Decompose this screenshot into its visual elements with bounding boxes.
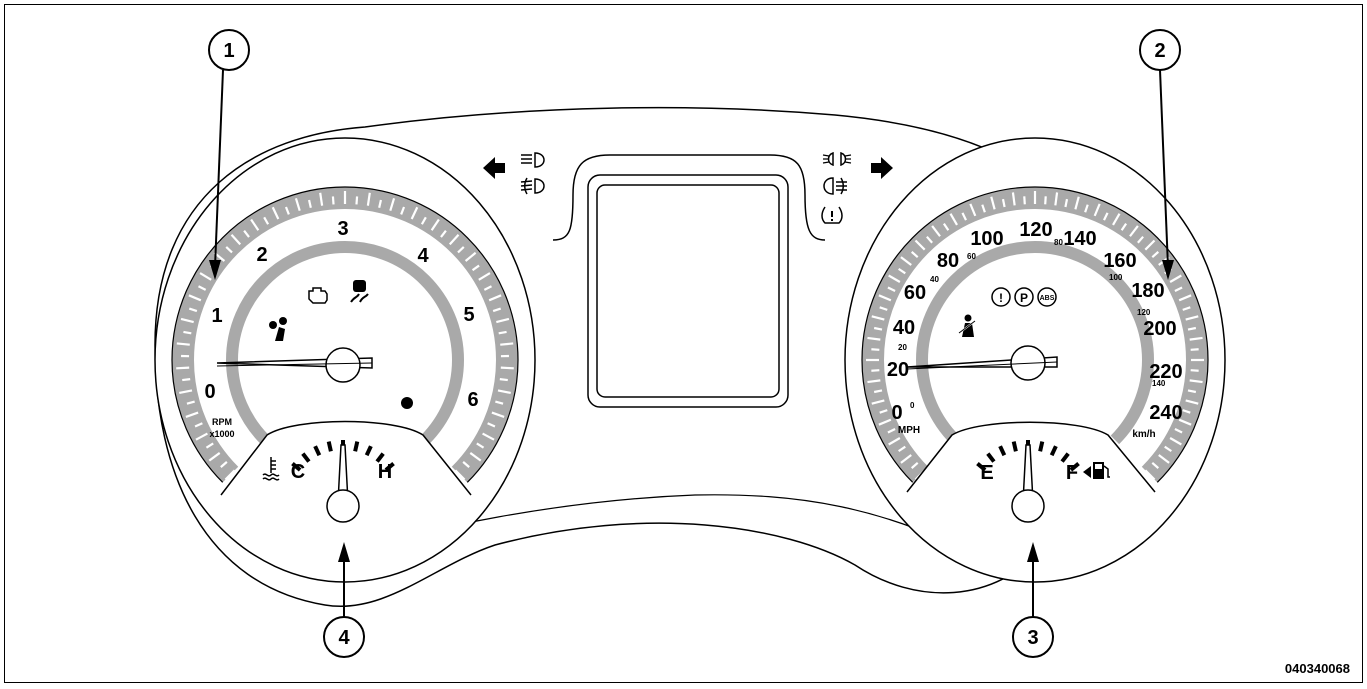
speedo-label-kmh-60: 60 [967, 252, 976, 261]
svg-text:P: P [1020, 291, 1028, 305]
tire-pressure-icon [822, 207, 842, 223]
gauge-tick [355, 442, 357, 452]
svg-text:3: 3 [1027, 627, 1038, 649]
speedo-label-mph-240: 240 [1149, 402, 1182, 424]
speedo-label-mph-20: 20 [887, 359, 909, 381]
callout-2: 2 [1140, 30, 1180, 70]
gauge-tick [1024, 196, 1025, 204]
gauge-tick [1065, 199, 1067, 207]
gauge-tick [182, 379, 190, 380]
speedo-label-mph-80: 80 [937, 250, 959, 272]
temp-label-cold: C [291, 461, 305, 483]
tach-label-3: 3 [337, 218, 348, 240]
speedo-label-mph-40: 40 [893, 317, 915, 339]
speedo-label-kmh-20: 20 [898, 343, 907, 352]
gauge-tick [329, 442, 331, 452]
speedo-label-mph-100: 100 [970, 228, 1003, 250]
svg-text:!: ! [999, 291, 1003, 305]
temp-label-hot: H [378, 461, 392, 483]
indicator-dot [401, 397, 413, 409]
callout-1: 1 [209, 30, 249, 70]
gauge-tick [874, 328, 882, 330]
instrument-cluster-diagram: 0 1 2 3 4 5 6 RPM x1000 C H 0 20 40 60 8… [5, 5, 1364, 684]
gauge-tick [499, 332, 507, 333]
gauge-tick [1188, 390, 1196, 392]
callout-4: 4 [324, 617, 364, 657]
figure-code: 040340068 [1285, 661, 1350, 676]
gauge-tick [1191, 349, 1199, 350]
gauge-tick [183, 332, 191, 333]
speedo-label-kmh-140: 140 [1152, 379, 1166, 388]
gauge-tick [1003, 199, 1005, 207]
speedo-label-mph-60: 60 [904, 282, 926, 304]
tach-label-0: 0 [204, 381, 215, 403]
abs-warning-icon: ABS [1038, 288, 1056, 306]
center-display-screen [597, 185, 779, 397]
rear-fog-light-icon [824, 178, 847, 194]
parking-brake-icon: P [1015, 288, 1033, 306]
parking-lights-icon [823, 153, 851, 165]
svg-text:1: 1 [223, 40, 234, 62]
speedo-label-kmh-100: 100 [1109, 273, 1123, 282]
speedo-label-kmh-0: 0 [910, 401, 915, 410]
tach-unit-x1000: x1000 [209, 429, 234, 439]
callout-3: 3 [1013, 617, 1053, 657]
tach-label-6: 6 [467, 389, 478, 411]
speedo-unit-kmh: km/h [1132, 429, 1155, 440]
svg-text:2: 2 [1154, 40, 1165, 62]
fuel-label-full: F [1066, 462, 1078, 484]
front-fog-light-icon [521, 178, 544, 194]
figure-frame: 0 1 2 3 4 5 6 RPM x1000 C H 0 20 40 60 8… [4, 4, 1363, 683]
speedo-unit-mph: MPH [898, 425, 920, 436]
gauge-tick [501, 368, 514, 369]
gauge-tick [874, 390, 882, 392]
gauge-tick [500, 379, 508, 380]
left-turn-signal-icon [483, 157, 505, 179]
gauge-tick [177, 343, 190, 344]
speedo-label-mph-160: 160 [1103, 250, 1136, 272]
tach-label-5: 5 [463, 304, 474, 326]
fuel-label-empty: E [980, 462, 993, 484]
gauge-tick [871, 370, 879, 371]
gauge-tick [1191, 370, 1199, 371]
speedo-label-mph-0: 0 [891, 402, 902, 424]
tach-unit-rpm: RPM [212, 417, 232, 427]
speedo-label-kmh-40: 40 [930, 275, 939, 284]
svg-text:ABS: ABS [1040, 295, 1055, 302]
brake-warning-icon: ! [992, 288, 1010, 306]
speedo-label-kmh-120: 120 [1137, 308, 1151, 317]
tach-label-2: 2 [256, 244, 267, 266]
gauge-tick [176, 368, 189, 369]
gauge-tick [1040, 442, 1042, 452]
svg-text:4: 4 [338, 627, 350, 649]
gauge-tick [1188, 328, 1196, 330]
speedo-label-kmh-80: 80 [1054, 238, 1063, 247]
high-beam-icon [521, 153, 544, 167]
gauge-tick [356, 196, 357, 204]
right-turn-signal-icon [871, 157, 893, 179]
speedo-label-mph-180: 180 [1131, 280, 1164, 302]
gauge-tick [333, 196, 334, 204]
gauge-tick [1045, 196, 1046, 204]
tach-label-1: 1 [211, 305, 222, 327]
tach-label-4: 4 [417, 245, 429, 267]
gauge-tick [871, 349, 879, 350]
speedo-label-mph-120: 120 [1019, 219, 1052, 241]
gauge-tick [500, 343, 513, 344]
speedo-label-mph-140: 140 [1063, 228, 1096, 250]
speedo-label-mph-200: 200 [1143, 318, 1176, 340]
gauge-tick [1014, 442, 1016, 452]
check-engine-icon [309, 288, 327, 303]
